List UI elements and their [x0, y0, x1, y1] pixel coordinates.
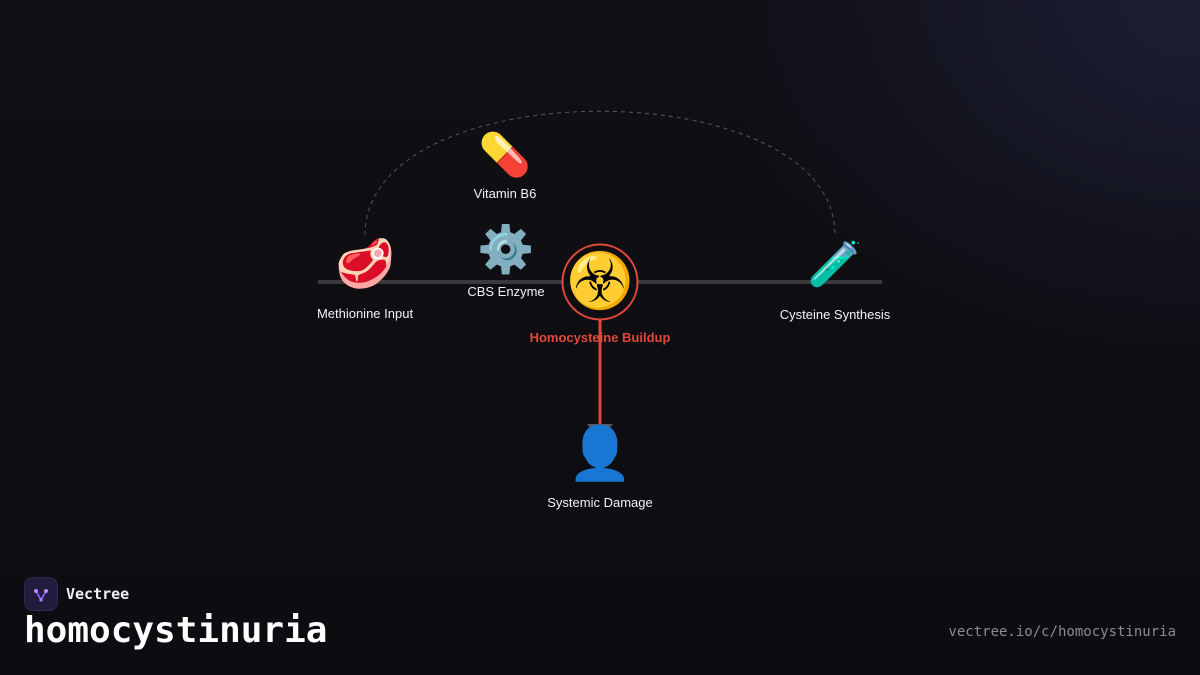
person-icon: 👤: [567, 424, 633, 484]
node-cbs-enzyme[interactable]: ⚙️ CBS Enzyme: [467, 226, 544, 299]
homocysteine-ring: [561, 243, 639, 321]
vitamin-b6-label: Vitamin B6: [473, 186, 537, 201]
node-cysteine-synthesis[interactable]: 🧪 Cysteine Synthesis: [779, 239, 891, 323]
bypass-arc: [364, 110, 836, 236]
test-tube-icon: 🧪: [807, 239, 863, 290]
node-systemic-damage[interactable]: 👤 Systemic Damage: [547, 428, 652, 510]
page-title: homocystinuria: [24, 610, 328, 651]
systemic-damage-label: Systemic Damage: [547, 495, 653, 510]
methionine-input-label: Methionine Input: [316, 306, 414, 321]
homocysteine-buildup-label: Homocysteine Buildup: [529, 330, 671, 345]
biohazard-icon: ☣️: [566, 249, 634, 312]
pill-icon: 💊: [478, 130, 532, 179]
node-homocysteine-buildup[interactable]: ☣️ Homocysteine Buildup: [529, 249, 671, 346]
vectree-logo-icon: [24, 577, 58, 611]
node-methionine-input[interactable]: 🥩 Methionine Input: [317, 240, 413, 321]
cbs-enzyme-label: CBS Enzyme: [467, 284, 545, 299]
meat-icon: 🥩: [335, 236, 395, 292]
gear-icon: ⚙️: [477, 222, 535, 276]
damage-arrowhead: [587, 424, 613, 440]
page-url[interactable]: vectree.io/c/homocystinuria: [948, 624, 1176, 640]
cysteine-synthesis-label: Cysteine Synthesis: [779, 307, 891, 322]
brand: Vectree: [24, 577, 129, 611]
brand-name: Vectree: [66, 585, 130, 603]
node-vitamin-b6[interactable]: 💊 Vitamin B6: [473, 130, 537, 202]
